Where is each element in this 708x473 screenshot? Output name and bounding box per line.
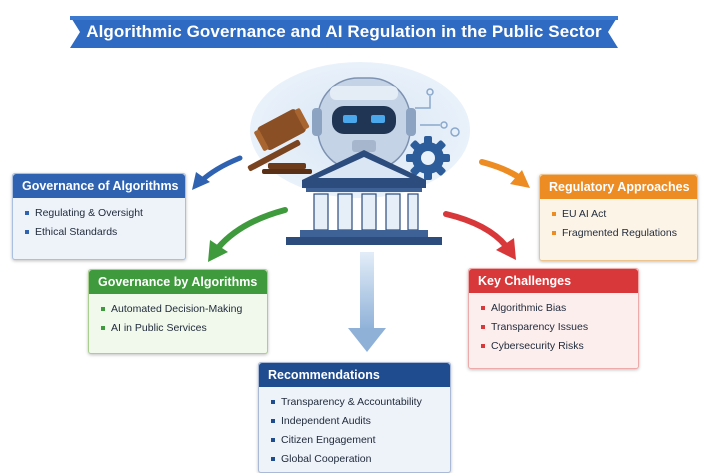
list-item: Ethical Standards [25, 223, 179, 242]
list-item: Algorithmic Bias [481, 299, 632, 318]
title-banner: Algorithmic Governance and AI Regulation… [70, 12, 618, 52]
bullet-icon [25, 230, 29, 234]
bullet-icon [552, 212, 556, 216]
bullet-icon [481, 344, 485, 348]
card-title: Regulatory Approaches [540, 175, 697, 199]
bullet-icon [271, 419, 275, 423]
arrow-to-governance-by [215, 207, 288, 251]
recommendations-card: Recommendations Transparency & Accountab… [258, 362, 451, 473]
card-title: Governance by Algorithms [89, 270, 267, 294]
bullet-icon [481, 325, 485, 329]
arrow-to-challenges [443, 211, 509, 249]
list-item: Global Cooperation [271, 450, 444, 469]
governance-by-algorithms-card: Governance by Algorithms Automated Decis… [88, 269, 268, 354]
bullet-icon [271, 438, 275, 442]
list-item: Citizen Engagement [271, 431, 444, 450]
arrow-to-regulatory [479, 159, 523, 181]
key-challenges-card: Key Challenges Algorithmic Bias Transpar… [468, 268, 639, 369]
circuit-icon [415, 88, 460, 137]
card-title: Governance of Algorithms [13, 174, 185, 198]
list-item: AI in Public Services [101, 319, 261, 338]
bullet-icon [101, 307, 105, 311]
list-item: Fragmented Regulations [552, 224, 691, 243]
bullet-icon [25, 211, 29, 215]
bullet-icon [481, 306, 485, 310]
banner-ribbon-shape [70, 16, 618, 48]
list-item: EU AI Act [552, 205, 691, 224]
arrow-to-governance-of [197, 155, 243, 185]
list-item: Cybersecurity Risks [481, 337, 632, 356]
list-item: Transparency Issues [481, 318, 632, 337]
governance-of-algorithms-card: Governance of Algorithms Regulating & Ov… [12, 173, 186, 260]
government-building-icon [286, 150, 442, 245]
arrow-to-recommendations [348, 252, 386, 352]
card-title: Key Challenges [469, 269, 638, 293]
bullet-icon [271, 457, 275, 461]
bullet-icon [101, 326, 105, 330]
regulatory-approaches-card: Regulatory Approaches EU AI Act Fragment… [539, 174, 698, 261]
page-title: Algorithmic Governance and AI Regulation… [86, 22, 602, 41]
card-title: Recommendations [259, 363, 450, 387]
bullet-icon [271, 400, 275, 404]
list-item: Independent Audits [271, 412, 444, 431]
gear-icon [406, 136, 450, 180]
robot-icon [312, 77, 416, 171]
list-item: Automated Decision-Making [101, 300, 261, 319]
bullet-icon [552, 231, 556, 235]
list-item: Transparency & Accountability [271, 393, 444, 412]
list-item: Regulating & Oversight [25, 204, 179, 223]
gavel-icon [247, 108, 312, 174]
